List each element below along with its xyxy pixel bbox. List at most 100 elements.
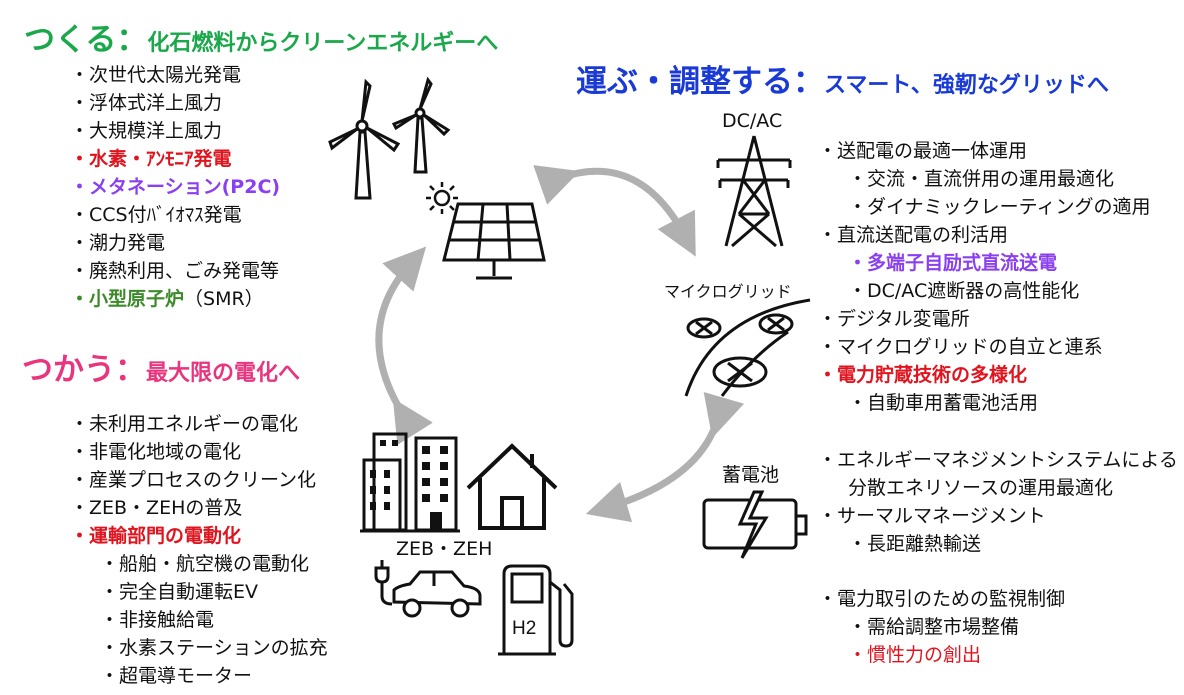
zeb-label: ZEB・ZEH (396, 538, 493, 560)
ev-car-icon (374, 560, 482, 618)
make-title: つくる： (24, 22, 148, 58)
list-item-text: ・多端子自励式直流送電 (848, 252, 1058, 274)
list-item-text: ・次世代太陽光発電 (70, 64, 242, 86)
microgrid-icon (684, 298, 811, 397)
list-item-text: ・小型原子炉 (70, 288, 185, 310)
list-item: ・非電化地域の電化 (70, 438, 328, 466)
list-item-text: ・エネルギーマネジメントシステムによる (818, 449, 1178, 471)
carry-title: 運ぶ・調整する： (576, 64, 824, 100)
list-item: ・電力貯蔵技術の多様化 (818, 361, 1150, 389)
list-item-text: ・交流・直流併用の運用最適化 (848, 168, 1115, 190)
make-list: ・次世代太陽光発電・浮体式洋上風力・大規模洋上風力・水素・ｱﾝﾓﾆｱ発電・メタネ… (70, 61, 280, 313)
list-item-text: ・送配電の最適一体運用 (818, 140, 1028, 162)
list-item-text: ・長距離熱輸送 (848, 533, 982, 555)
list-item-text: ・デジタル変電所 (818, 308, 970, 330)
list-item: ・電力取引のための監視制御 (818, 585, 1065, 613)
dcac-label: DC/AC (722, 110, 783, 132)
list-item-text: ・ダイナミックレーティングの適用 (848, 196, 1151, 218)
list-item-text: ・電力貯蔵技術の多様化 (818, 364, 1028, 386)
list-item-text: ・産業プロセスのクリーン化 (70, 469, 317, 491)
list-item: ・直流送配電の利活用 (818, 221, 1150, 249)
list-item: 分散エネリソースの運用最適化 (818, 474, 1178, 502)
list-item: ・運輸部門の電動化 (70, 522, 328, 550)
list-item-text: 分散エネリソースの運用最適化 (848, 477, 1114, 499)
arrow-use-make (375, 246, 433, 445)
list-item-text: ・サーマルマネージメント (818, 505, 1046, 527)
make-subtitle: 化石燃料からクリーンエネルギーへ (147, 31, 499, 56)
h2-label: H2 (512, 618, 536, 639)
list-item-text: ・CCS付ﾊﾞｲｵﾏｽ発電 (70, 204, 242, 226)
list-item-text: ・ZEB・ZEHの普及 (70, 497, 243, 519)
list-item: ・産業プロセスのクリーン化 (70, 466, 328, 494)
list-item-text: ・DC/AC遮断器の高性能化 (848, 280, 1080, 302)
wind-turbine-icon (328, 76, 451, 200)
list-item: ・交流・直流併用の運用最適化 (818, 165, 1150, 193)
list-item: ・ZEB・ZEHの普及 (70, 494, 328, 522)
list-item-text: ・非電化地域の電化 (70, 441, 242, 463)
list-item: ・船舶・航空機の電動化 (70, 550, 328, 578)
list-item: ・未利用エネルギーの電化 (70, 410, 328, 438)
list-item-text: ・非接触給電 (100, 609, 215, 631)
list-item: ・需給調整市場整備 (818, 613, 1065, 641)
list-item: ・超電導モーター (70, 662, 328, 690)
solar-panel-icon (442, 202, 546, 280)
list-item: ・潮力発電 (70, 229, 280, 257)
list-item: ・水素ステーションの拡充 (70, 634, 328, 662)
list-item-text: ・超電導モーター (100, 665, 253, 687)
list-item: ・小型原子炉（SMR） (70, 285, 280, 313)
arrow-make-carry (533, 165, 696, 257)
carry-subtitle: スマート、強靭なグリッドへ (824, 73, 1109, 98)
use-list: ・未利用エネルギーの電化・非電化地域の電化・産業プロセスのクリーン化・ZEB・Z… (70, 410, 328, 690)
list-item: ・DC/AC遮断器の高性能化 (818, 277, 1150, 305)
list-item-text: ・自動車用蓄電池活用 (848, 392, 1039, 414)
list-item: ・廃熱利用、ごみ発電等 (70, 257, 280, 285)
list-item-text: ・直流送配電の利活用 (818, 224, 1009, 246)
list-item-text: ・慣性力の創出 (848, 644, 982, 666)
list-item-text: ・廃熱利用、ごみ発電等 (70, 260, 280, 282)
list-item-suffix: （SMR） (184, 288, 264, 310)
list-item: ・CCS付ﾊﾞｲｵﾏｽ発電 (70, 201, 280, 229)
list-item: ・デジタル変電所 (818, 305, 1150, 333)
arrow-carry-use (585, 391, 745, 523)
carry-list: ・送配電の最適一体運用・交流・直流併用の運用最適化・ダイナミックレーティングの適… (818, 137, 1150, 417)
list-item: ・水素・ｱﾝﾓﾆｱ発電 (70, 145, 280, 173)
use-heading: つかう：最大限の電化へ (22, 344, 300, 389)
list-item: ・マイクログリッドの自立と連系 (818, 333, 1150, 361)
list-item-text: ・電力取引のための監視制御 (818, 588, 1066, 610)
use-subtitle: 最大限の電化へ (146, 361, 301, 386)
list-item: ・大規模洋上風力 (70, 117, 280, 145)
list-item-text: ・メタネーション(P2C) (70, 176, 281, 198)
list-item: ・送配電の最適一体運用 (818, 137, 1150, 165)
microgrid-label: マイクログリッド (664, 282, 792, 301)
list-item: ・非接触給電 (70, 606, 328, 634)
carry-list-2: ・エネルギーマネジメントシステムによる分散エネリソースの運用最適化・サーマルマネ… (818, 446, 1178, 558)
buildings-icon (360, 432, 460, 533)
list-item: ・長距離熱輸送 (818, 530, 1178, 558)
battery-icon (702, 490, 808, 559)
house-icon (466, 443, 558, 530)
list-item: ・ダイナミックレーティングの適用 (818, 193, 1150, 221)
list-item-text: ・需給調整市場整備 (848, 616, 1020, 638)
list-item: ・完全自動運転EV (70, 578, 328, 606)
list-item-text: ・完全自動運転EV (100, 581, 259, 603)
list-item-text: ・潮力発電 (70, 232, 166, 254)
list-item: ・自動車用蓄電池活用 (818, 389, 1150, 417)
list-item-text: ・浮体式洋上風力 (70, 92, 223, 114)
list-item-text: ・大規模洋上風力 (70, 120, 223, 142)
list-item-text: ・水素ステーションの拡充 (100, 637, 328, 659)
sun-icon (426, 182, 458, 214)
hydrogen-pump-icon: H2 (498, 564, 574, 656)
list-item: ・次世代太陽光発電 (70, 61, 280, 89)
list-item: ・慣性力の創出 (818, 641, 1065, 669)
list-item: ・メタネーション(P2C) (70, 173, 280, 201)
carry-heading: 運ぶ・調整する：スマート、強靭なグリッドへ (576, 56, 1109, 101)
list-item: ・多端子自励式直流送電 (818, 249, 1150, 277)
carry-list-3: ・電力取引のための監視制御・需給調整市場整備・慣性力の創出 (818, 585, 1065, 669)
list-item: ・サーマルマネージメント (818, 502, 1178, 530)
list-item: ・浮体式洋上風力 (70, 89, 280, 117)
list-item-text: ・船舶・航空機の電動化 (100, 553, 310, 575)
make-heading: つくる：化石燃料からクリーンエネルギーへ (24, 14, 498, 59)
list-item: ・エネルギーマネジメントシステムによる (818, 446, 1178, 474)
list-item-text: ・水素・ｱﾝﾓﾆｱ発電 (70, 148, 232, 170)
